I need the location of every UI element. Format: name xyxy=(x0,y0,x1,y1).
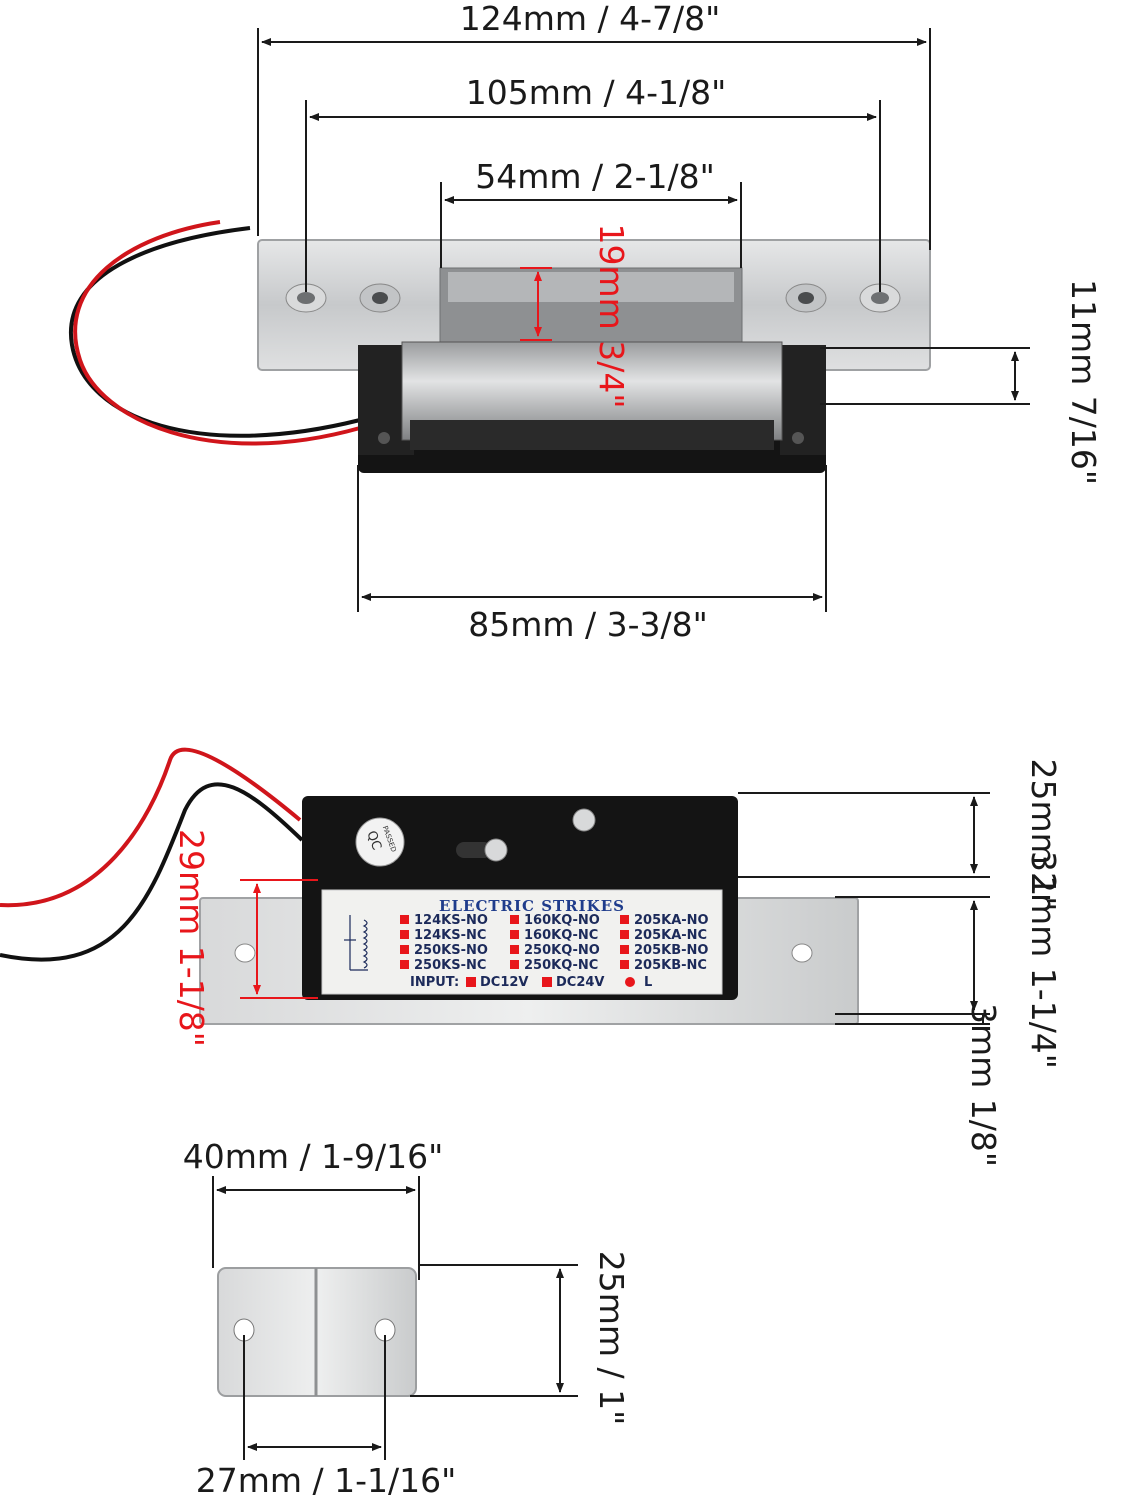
dim-shim-width: 40mm / 1-9/16" xyxy=(183,1137,444,1176)
plate-hole xyxy=(791,943,813,963)
mounting-hole xyxy=(859,283,901,313)
model-code: 124KS-NC xyxy=(414,928,486,943)
screw-icon xyxy=(572,808,596,832)
model-checkbox-icon xyxy=(400,945,409,954)
shim-view: 40mm / 1-9/16" 25mm / 1" 27mm / 1-1/16" xyxy=(183,1137,631,1500)
qc-sticker xyxy=(355,817,405,867)
dim-overall-length: 124mm / 4-7/8" xyxy=(460,0,721,38)
keeper xyxy=(401,341,783,441)
red-wire xyxy=(0,747,302,908)
dim-shim-height: 25mm / 1" xyxy=(592,1251,631,1426)
input-dot-icon xyxy=(625,977,635,987)
side-view: QC PASSED ELECTRIC STRIKES 124KS-NO124KS… xyxy=(0,747,1063,1167)
model-code: 250KS-NO xyxy=(414,943,488,958)
mounting-hole xyxy=(285,283,327,313)
model-checkbox-icon xyxy=(620,930,629,939)
adjust-slot xyxy=(456,842,492,858)
model-code: 124KS-NO xyxy=(414,913,488,928)
model-checkbox-icon xyxy=(510,945,519,954)
dim-plate-height: 29mm 1-1/8" xyxy=(172,829,211,1047)
black-wire xyxy=(0,782,304,962)
qc-text: QC xyxy=(363,829,384,852)
dim-keeper-depth: 19mm 3/4" xyxy=(592,223,631,408)
dim-shim-hole-spacing: 27mm / 1-1/16" xyxy=(196,1461,457,1500)
model-checkbox-icon xyxy=(620,945,629,954)
model-code: 205KA-NO xyxy=(634,913,709,928)
body-screw xyxy=(792,432,804,444)
screw-hole xyxy=(785,283,827,313)
model-code: 250KS-NC xyxy=(414,958,486,973)
model-code: 205KA-NC xyxy=(634,928,707,943)
input-checkbox-icon xyxy=(466,977,476,987)
input-dc12v: DC12V xyxy=(480,975,528,990)
coil-symbol-icon xyxy=(344,915,368,971)
model-code: 160KQ-NO xyxy=(524,913,600,928)
model-checkbox-icon xyxy=(510,960,519,969)
model-checkbox-icon xyxy=(510,930,519,939)
dim-body-height: 25mm 1" xyxy=(1024,759,1063,912)
dim-plate-thickness: 3mm 1/8" xyxy=(964,1003,1003,1167)
model-checkbox-icon xyxy=(620,915,629,924)
screw-hole xyxy=(359,283,401,313)
model-code: 160KQ-NC xyxy=(524,928,598,943)
dim-total-height: 32mm 1-1/4" xyxy=(1024,851,1063,1069)
screw-icon xyxy=(484,838,508,862)
input-checkbox-icon xyxy=(542,977,552,987)
model-checkbox-icon xyxy=(620,960,629,969)
dim-opening-width: 54mm / 2-1/8" xyxy=(475,157,715,196)
dim-hole-spacing: 105mm / 4-1/8" xyxy=(466,73,727,112)
dim-faceplate-thickness: 11mm 7/16" xyxy=(1064,279,1103,485)
body-screw xyxy=(378,432,390,444)
red-wire xyxy=(73,220,361,446)
model-code: 250KQ-NO xyxy=(524,943,600,958)
model-checkbox-icon xyxy=(400,960,409,969)
label-title: ELECTRIC STRIKES xyxy=(439,897,625,915)
keeper-base xyxy=(410,420,774,450)
input-label: INPUT: xyxy=(410,975,459,990)
model-checkbox-icon xyxy=(400,930,409,939)
input-dc24v: DC24V xyxy=(556,975,604,990)
opening-inner xyxy=(448,272,734,302)
model-code: 250KQ-NC xyxy=(524,958,598,973)
dim-body-length: 85mm / 3-3/8" xyxy=(468,605,708,644)
model-code: 205KB-NC xyxy=(634,958,707,973)
plate-hole xyxy=(234,943,256,963)
input-l: L xyxy=(644,975,652,990)
model-code: 205KB-NO xyxy=(634,943,708,958)
model-checkbox-icon xyxy=(510,915,519,924)
black-wire xyxy=(68,226,361,438)
model-checkbox-icon xyxy=(400,915,409,924)
product-label xyxy=(321,889,723,995)
top-view: 124mm / 4-7/8" 105mm / 4-1/8" 54mm / 2-1… xyxy=(68,0,1103,644)
